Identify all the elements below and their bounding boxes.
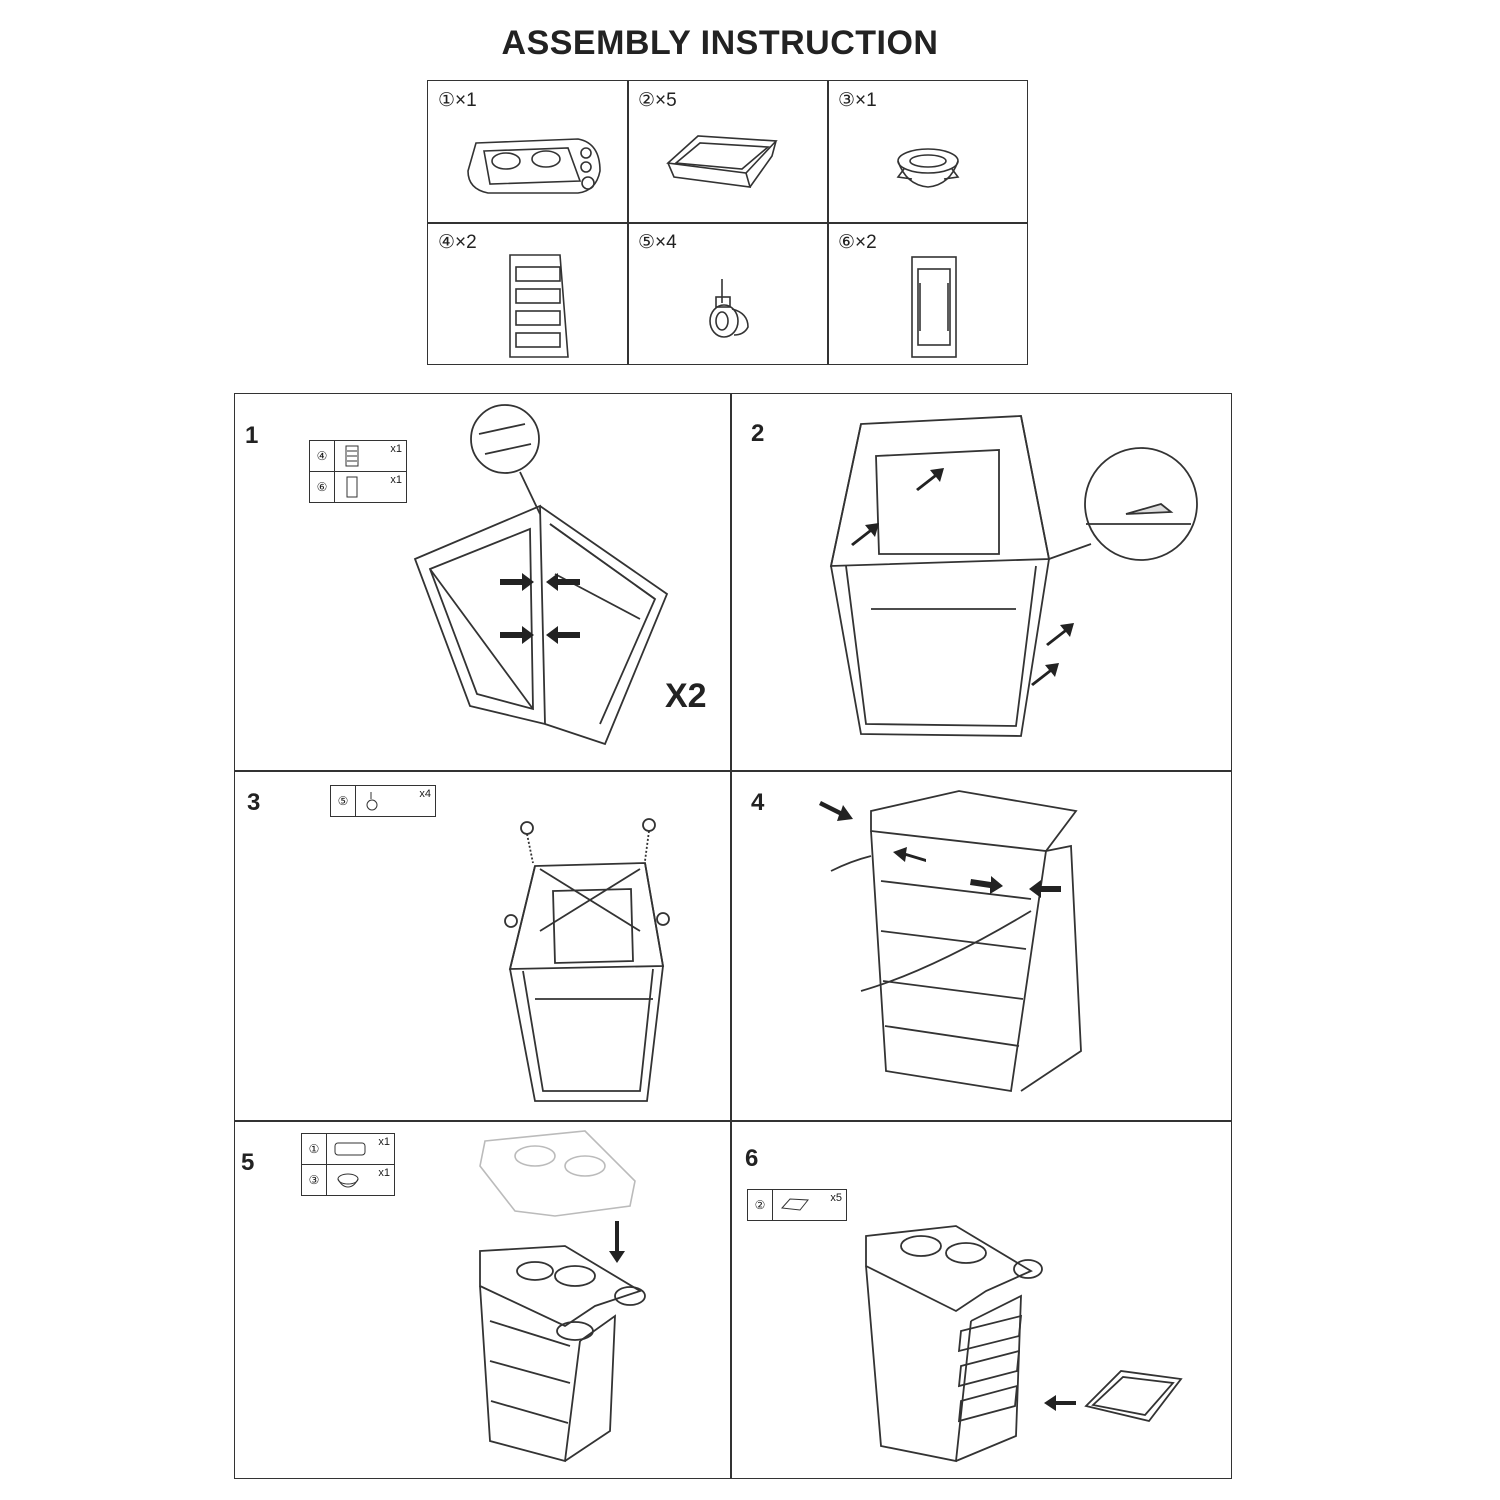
parts-legend: ④ x1 ⑥ x1 (309, 440, 407, 503)
steps-grid: 1 ④ x1 ⑥ x1 (234, 393, 1232, 1479)
part-cell-4: ④×2 (428, 223, 628, 365)
divider (235, 770, 1231, 772)
legend-qty: x1 (390, 443, 402, 455)
step-number: 3 (247, 789, 261, 816)
step-number: 6 (745, 1145, 759, 1172)
drawer-icon (666, 135, 778, 188)
legend-row: ⑥ x1 (310, 472, 406, 502)
legend-row: ① x1 (302, 1134, 394, 1165)
step-3: 3 ⑤ x4 (235, 771, 730, 1120)
part-label: ③×1 (838, 90, 877, 111)
parts-legend: ① x1 ③ x1 (301, 1133, 395, 1196)
step-number: 1 (245, 422, 259, 449)
step-4-illustration (819, 790, 1082, 1093)
step-2-illustration (829, 415, 1198, 737)
part-label: ①×1 (438, 90, 477, 111)
step-number: 4 (751, 789, 765, 816)
legend-part-id: ① (302, 1134, 327, 1164)
part-cell-1: ①×1 (428, 81, 628, 223)
front-panel-icon (911, 256, 957, 358)
step-number: 5 (241, 1149, 255, 1176)
step-5: 5 ① x1 ③ x1 (235, 1121, 730, 1478)
legend-qty: x4 (419, 788, 431, 800)
page-title: ASSEMBLY INSTRUCTION (501, 24, 939, 62)
bowl-holder-icon (896, 148, 960, 188)
step-number: 2 (751, 420, 765, 447)
step-2: 2 (731, 394, 1231, 770)
step-5-illustration (479, 1130, 646, 1463)
legend-part-id: ④ (310, 441, 335, 471)
part-cell-2: ②×5 (628, 81, 828, 223)
legend-qty: x1 (378, 1167, 390, 1179)
legend-row: ③ x1 (302, 1165, 394, 1195)
part-label: ⑤×4 (638, 232, 677, 253)
step-1: 1 ④ x1 ⑥ x1 (235, 394, 730, 770)
legend-qty: x1 (378, 1136, 390, 1148)
step-6: 6 ② x5 (731, 1121, 1231, 1478)
repeat-label: X2 (665, 677, 707, 715)
part-label: ②×5 (638, 90, 677, 111)
divider (428, 222, 1027, 224)
divider (730, 394, 732, 1478)
legend-qty: x5 (830, 1192, 842, 1204)
part-label: ⑥×2 (838, 232, 877, 253)
legend-row: ⑤ x4 (331, 786, 435, 816)
tray-top-icon (467, 138, 601, 194)
parts-legend: ⑤ x4 (330, 785, 436, 817)
legend-part-id: ③ (302, 1165, 327, 1195)
step-4: 4 (731, 771, 1231, 1120)
part-cell-5: ⑤×4 (628, 223, 828, 365)
caster-wheel-icon (709, 279, 749, 338)
legend-part-id: ⑥ (310, 472, 335, 502)
legend-part-id: ② (748, 1190, 773, 1220)
legend-part-id: ⑤ (331, 786, 356, 816)
part-cell-3: ③×1 (828, 81, 1028, 223)
side-panel-icon (509, 254, 569, 358)
parts-table: ①×1 ②×5 ③×1 (427, 80, 1028, 365)
step-1-illustration (413, 404, 669, 746)
parts-legend: ② x5 (747, 1189, 847, 1221)
step-6-illustration (865, 1225, 1183, 1463)
divider (235, 1120, 1231, 1122)
legend-row: ② x5 (748, 1190, 846, 1220)
legend-row: ④ x1 (310, 441, 406, 472)
part-label: ④×2 (438, 232, 477, 253)
part-cell-6: ⑥×2 (828, 223, 1028, 365)
legend-qty: x1 (390, 474, 402, 486)
step-3-illustration (504, 818, 670, 1102)
